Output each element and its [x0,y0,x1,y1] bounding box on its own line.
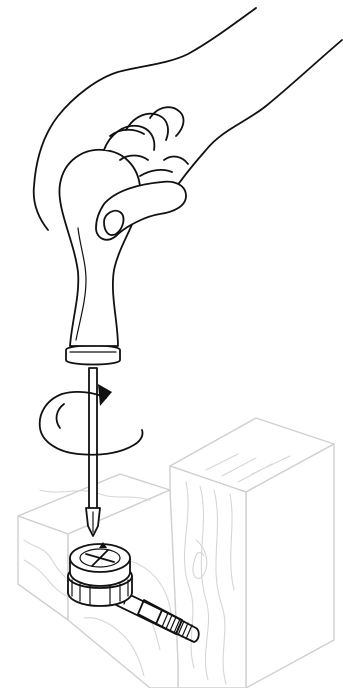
side-panel-icon [170,418,334,688]
cam-lock-icon [68,542,132,606]
